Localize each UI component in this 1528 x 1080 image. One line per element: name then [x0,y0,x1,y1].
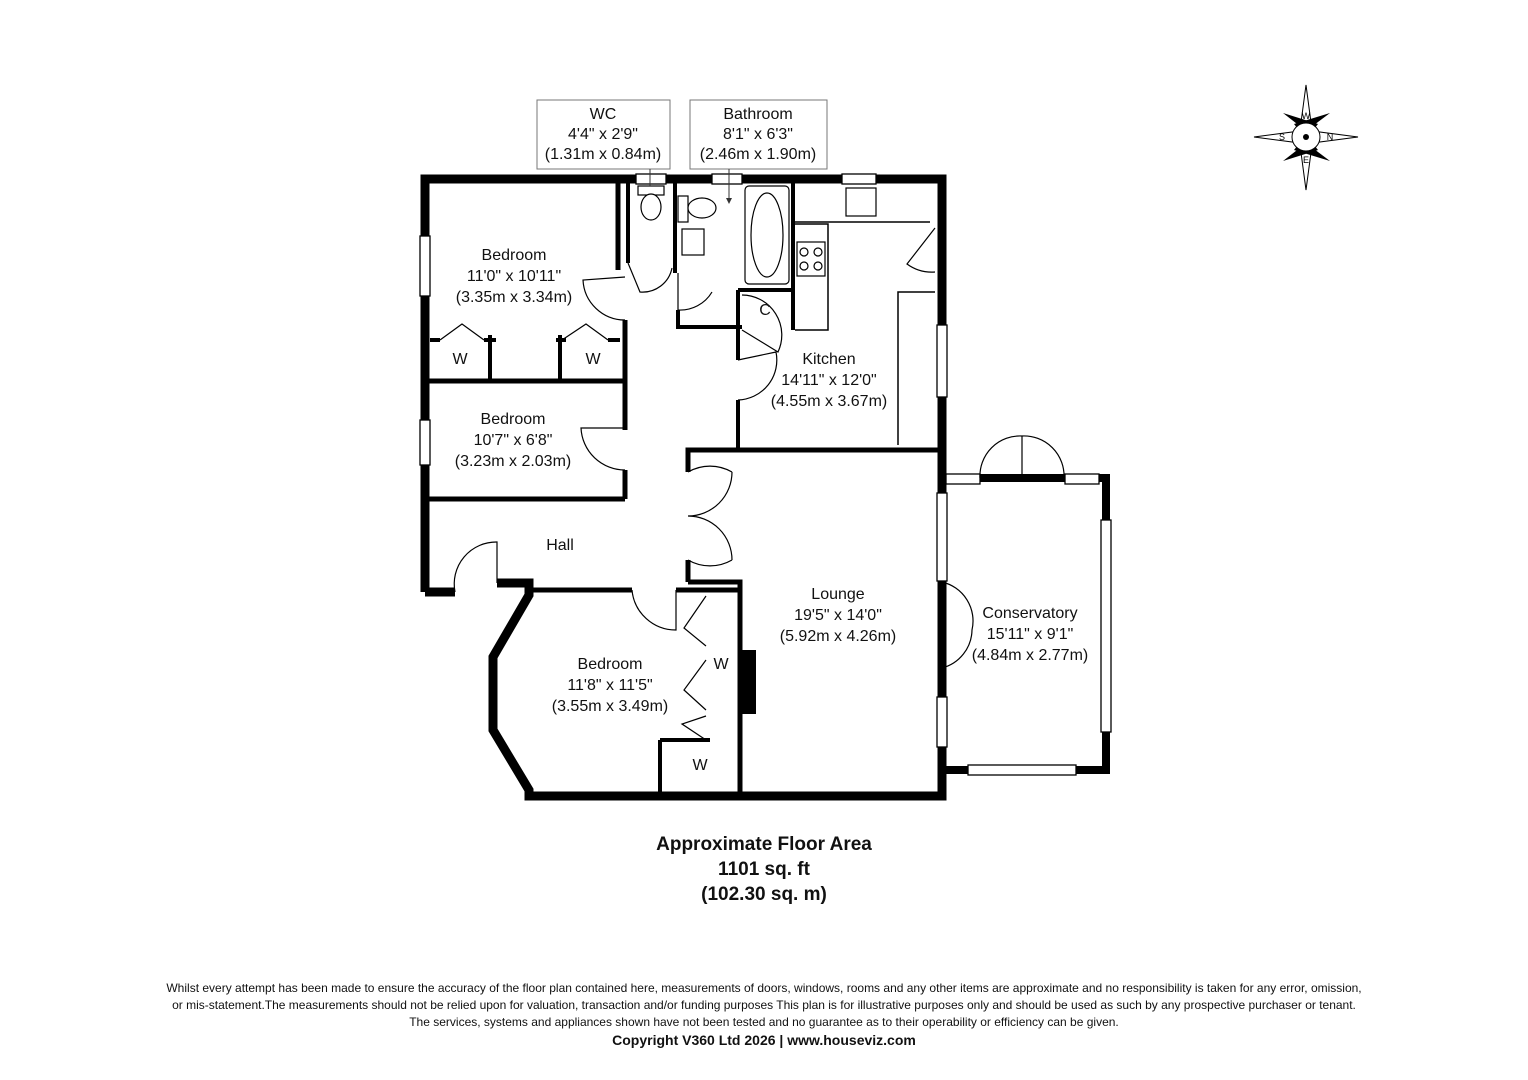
door-kitchen [737,351,778,401]
room-dim-wc: 4'4" x 2'9" [568,126,638,143]
room-dim-lounge: 19'5" x 14'0" [794,607,882,624]
disclaimer-line: or mis-statement.The measurements should… [172,998,1356,1012]
door-front [453,541,498,593]
door-wc [627,262,673,293]
window-kitchen [841,173,877,185]
copyright: Copyright V360 Ltd 2026 | www.houseviz.c… [612,1032,916,1048]
wardrobe-doors-bed3 [680,595,707,741]
room-name-bedroom2: Bedroom [481,411,546,428]
room-dim-bathroom: 8'1" x 6'3" [723,126,793,143]
window-bed2 [419,419,431,466]
door-bed2 [580,427,626,471]
room-dim-bedroom3: 11'8" x 11'5" [567,677,652,694]
room-name-hall: Hall [546,537,574,554]
kitchen-sink-icon [845,187,877,217]
wardrobe-marker: W [452,351,468,368]
disclaimer-line: The services, systems and appliances sho… [409,1015,1119,1029]
room-metric-kitchen: (4.55m x 3.67m) [771,393,887,410]
doors [439,227,1065,741]
kitchen-counter-east [897,291,935,445]
disclaimer-line: Whilst every attempt has been made to en… [166,981,1362,995]
room-name-conservatory: Conservatory [982,605,1077,622]
window-cons-north-b [1064,473,1100,485]
door-bed3 [631,589,677,631]
compass-icon: W N E S [1253,84,1359,191]
floor-area-summary: Approximate Floor Area 1101 sq. ft (102.… [0,832,1528,907]
door-bed1 [582,276,626,321]
wall-hall-south [688,579,743,796]
floor-area-sqm: (102.30 sq. m) [701,884,827,905]
window-cons-north-a [945,473,981,485]
window-lounge-east [936,492,948,582]
room-metric-conservatory: (4.84m x 2.77m) [972,647,1088,664]
wall-lounge-north [685,447,942,472]
floor-area-title: Approximate Floor Area [656,834,872,855]
window-wc [635,173,667,185]
fixtures [637,185,877,285]
room-metric-bedroom1: (3.35m x 3.34m) [456,289,572,306]
room-dim-bedroom1: 11'0" x 10'11" [467,268,561,285]
window-cons-south [967,764,1077,776]
conservatory-wall [942,474,1110,774]
window-kitchen-east [936,324,948,398]
room-metric-wc: (1.31m x 0.84m) [545,146,661,163]
door-cupboard [741,294,783,353]
door-cons-lounge [941,581,974,669]
cupboard-wall [738,288,795,330]
wardrobe-marker: W [692,757,708,774]
window-cons-east [1100,519,1112,733]
outer-wall-hall-south [488,578,947,801]
fireplace [742,650,756,714]
room-dim-bedroom2: 10'7" x 6'8" [474,432,553,449]
door-cons-french [979,435,1065,479]
wardrobe-doors-bed1a [439,323,609,341]
hob-icon [796,241,826,277]
room-name-kitchen: Kitchen [802,351,855,368]
room-metric-bathroom: (2.46m x 1.90m) [700,146,816,163]
wc-toilet-icon [640,193,662,221]
window-bath [711,173,743,185]
wc-callout: WC 4'4" x 2'9" (1.31m x 0.84m) [536,99,671,186]
compass-e: E [1303,155,1309,165]
compass-n: N [1327,132,1334,142]
door-bath [677,273,713,311]
basin-icon [681,228,705,256]
room-dim-kitchen: 14'11" x 12'0" [781,372,876,389]
disclaimer: Whilst every attempt has been made to en… [0,980,1528,1031]
wardrobe-marker: W [585,351,601,368]
room-name-bedroom1: Bedroom [482,247,547,264]
compass-s: S [1279,132,1285,142]
window-bed1 [419,235,431,297]
door-lounge [687,465,733,567]
room-labels: Bedroom 11'0" x 10'11" (3.35m x 3.34m) B… [452,247,1088,774]
kitchen-counter [795,223,829,331]
room-name-bedroom3: Bedroom [578,656,643,673]
windows [419,173,1112,776]
room-metric-bedroom2: (3.23m x 2.03m) [455,453,571,470]
room-metric-bedroom3: (3.55m x 3.49m) [552,698,668,715]
window-lounge-east-2 [936,696,948,748]
room-name-lounge: Lounge [811,586,864,603]
wardrobe-marker: W [713,656,729,673]
room-name-wc: WC [590,106,617,123]
floor-area-sqft: 1101 sq. ft [718,859,810,880]
room-dim-conservatory: 15'11" x 9'1" [987,626,1074,643]
compass-w: W [1302,111,1311,121]
door-kitchen-ext [906,227,936,273]
bath-cistern [677,195,689,223]
bathroom-callout: Bathroom 8'1" x 6'3" (2.46m x 1.90m) [689,99,828,204]
cupboard-marker: C [759,302,771,319]
wall-bath-south [676,310,742,329]
bathtub-inner [750,192,784,278]
room-metric-lounge: (5.92m x 4.26m) [780,628,896,645]
room-name-bathroom: Bathroom [723,106,792,123]
bath-toilet-icon [687,197,717,219]
